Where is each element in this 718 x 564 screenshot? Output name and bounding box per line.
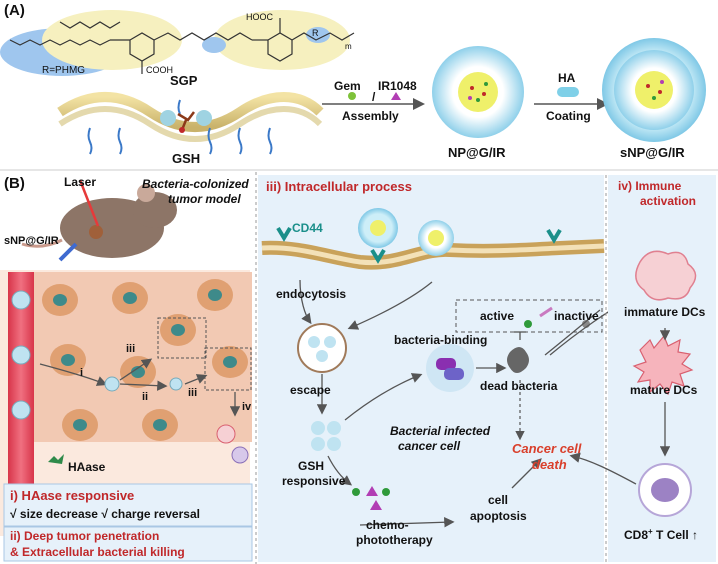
- cd8-text: CD8: [624, 528, 649, 542]
- infected-line1: Bacterial infected: [390, 424, 491, 438]
- bacteria-binding-label: bacteria-binding: [394, 333, 488, 347]
- endocytosis-label: endocytosis: [276, 287, 347, 301]
- apoptosis-line1: cell: [488, 493, 509, 507]
- cd8-tcell-label: CD8+ T Cell ↑: [624, 527, 699, 542]
- panel-b-left: [0, 179, 253, 562]
- box-haase-responsive: [3, 483, 253, 527]
- cd8-superscript: +: [648, 527, 653, 536]
- haase-icon: [48, 454, 64, 464]
- cd44-label: CD44: [292, 221, 323, 235]
- ha-pill: [557, 87, 579, 97]
- endosome: [297, 323, 347, 373]
- chemo-line2: phototherapy: [356, 533, 433, 547]
- panel-b-right: [569, 175, 716, 562]
- immature-dcs-label: immature DCs: [624, 305, 706, 319]
- chemo-line1: chemo-: [366, 518, 409, 532]
- tumor-cells: [42, 279, 248, 441]
- step-ii: ii: [142, 391, 149, 403]
- box-deep-penetration: [3, 526, 253, 562]
- penetration-line1: ii) Deep tumor penetration: [10, 529, 160, 543]
- gsh-responsive-line2: responsive: [282, 474, 346, 488]
- mature-dcs-label: mature DCs: [630, 383, 698, 397]
- intracellular-title: iii) Intracellular process: [266, 179, 412, 194]
- escape-label: escape: [290, 383, 331, 397]
- haase-responsive-text: √ size decrease √ charge reversal: [10, 507, 200, 521]
- r-phmg-label: R=PHMG: [42, 65, 86, 76]
- gem-label: Gem: [334, 79, 361, 93]
- haase-responsive-title: i) HAase responsive: [10, 488, 135, 503]
- r-ellipse: [306, 27, 330, 43]
- immune-title-line2: activation: [640, 194, 697, 208]
- assembly-label: Assembly: [342, 109, 399, 123]
- step-i: i: [80, 367, 84, 379]
- tcell-text: T Cell: [656, 528, 689, 542]
- model-title-line1: Bacteria-colonized: [142, 177, 249, 191]
- cancer-death-line1: Cancer cell: [512, 441, 582, 456]
- np-nanoparticle: [432, 46, 524, 138]
- polymer-subscript: m: [345, 42, 352, 51]
- step-iv: iv: [242, 401, 252, 413]
- gsh-responsive-line1: GSH: [298, 459, 325, 473]
- inactive-label: inactive: [554, 309, 599, 323]
- dead-bacteria-label: dead bacteria: [480, 379, 558, 393]
- gem-dot: [348, 92, 356, 100]
- panel-b-label: (B): [4, 175, 25, 192]
- mature-dc-shape: [632, 334, 694, 396]
- infected-line2: cancer cell: [398, 439, 461, 453]
- snp-nanoparticle: [602, 38, 706, 142]
- apoptosis-line2: apoptosis: [470, 509, 527, 523]
- laser-label: Laser: [64, 175, 97, 189]
- panel-a: [0, 10, 706, 155]
- laser-beam: [78, 179, 100, 227]
- gsh-helix: [57, 92, 324, 155]
- np-label: NP@G/IR: [448, 145, 506, 160]
- step-iii-b: iii: [188, 387, 198, 399]
- dc-cell-icon: [216, 424, 236, 444]
- cooh-label: COOH: [146, 65, 173, 75]
- active-label: active: [480, 309, 515, 323]
- immature-dc-shape: [635, 250, 697, 301]
- step-iii-a: iii: [126, 343, 136, 355]
- dead-bacteria-shape: [507, 347, 529, 373]
- gsh-label: GSH: [172, 151, 201, 166]
- cancer-death-line2: death: [532, 457, 567, 472]
- immune-title-line1: iv) Immune: [618, 179, 682, 193]
- slash-label: /: [372, 90, 376, 104]
- increase-arrow: ↑: [692, 528, 699, 542]
- ir1048-label: IR1048: [378, 79, 417, 93]
- snp-injection-label: sNP@G/IR: [4, 235, 59, 247]
- ir-triangle: [391, 92, 401, 100]
- haase-label: HAase: [68, 460, 106, 474]
- ha-label: HA: [558, 71, 576, 85]
- panel-a-label: (A): [4, 2, 25, 19]
- model-title-line2: tumor model: [168, 192, 241, 206]
- panel-b-middle: [258, 175, 631, 562]
- coating-label: Coating: [546, 109, 591, 123]
- sgp-label: SGP: [170, 73, 198, 88]
- r-charge-label: R: [312, 28, 319, 38]
- sgp-structure: [9, 18, 355, 74]
- penetration-line2: & Extracellular bacterial killing: [10, 545, 185, 559]
- snp-label: sNP@G/IR: [620, 145, 685, 160]
- hooc-label: HOOC: [246, 12, 273, 22]
- sgp-ellipse-right: [214, 10, 350, 70]
- ss-ellipse: [202, 37, 226, 53]
